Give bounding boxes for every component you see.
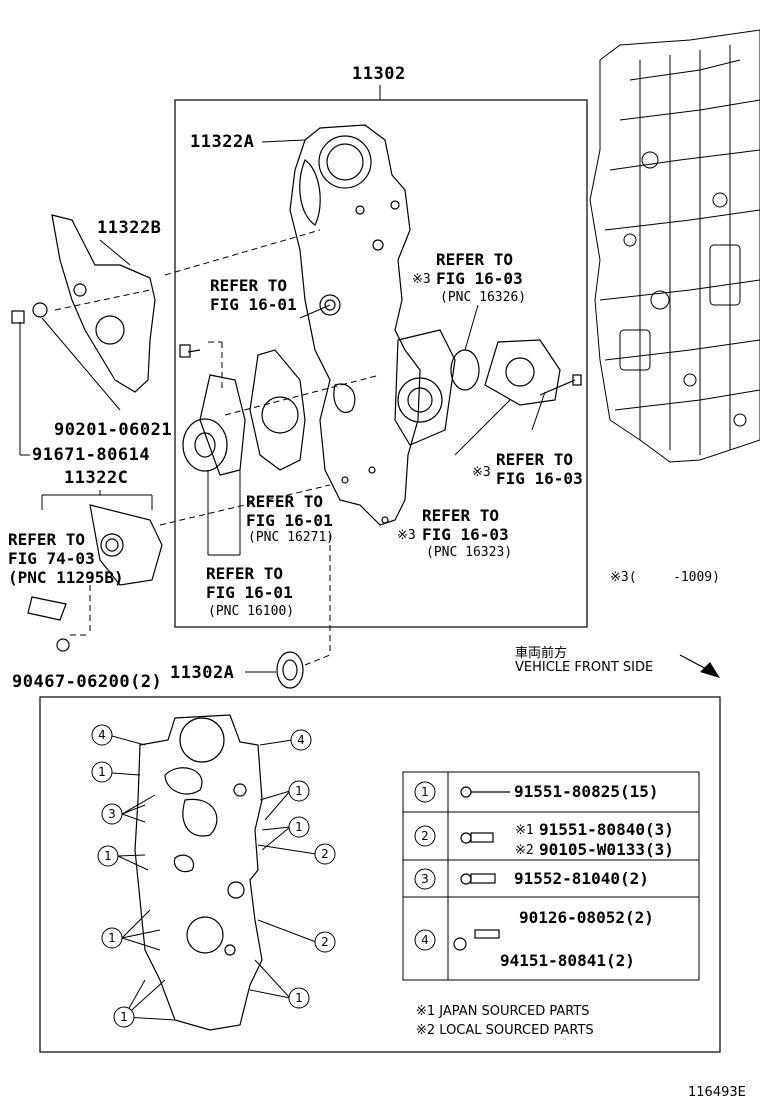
- applicability-date: -1009): [673, 570, 720, 585]
- table-row-2a-pn: 91551-80840(3): [539, 820, 674, 839]
- svg-text:2: 2: [421, 829, 429, 843]
- table-row-2b-prefix: ※2: [515, 843, 534, 858]
- callout-leaders: [111, 735, 317, 1021]
- callout-1e: 1: [288, 780, 310, 802]
- table-num-1: 1: [414, 781, 436, 803]
- figure-id: 116493E: [688, 1085, 746, 1100]
- svg-text:2: 2: [321, 935, 329, 949]
- part-number-bolt-91671: 91671-80614: [32, 445, 151, 465]
- table-row-4b-pn: 94151-80841(2): [500, 951, 635, 970]
- callout-1c: 1: [101, 927, 123, 949]
- table-num-2: 2: [414, 825, 436, 847]
- part-number-bolt-90201: 90201-06021: [54, 420, 173, 440]
- applicability-mark: ※3(: [610, 570, 637, 585]
- engine-block-drawing: [589, 29, 760, 463]
- timing-cover-drawing: [289, 124, 456, 526]
- table-row-3-pn: 91552-81040(2): [514, 869, 649, 888]
- svg-text:2: 2: [321, 847, 329, 861]
- table-num-3: 3: [414, 868, 436, 890]
- refer-block-5-pnc: (PNC 16323): [426, 545, 513, 560]
- callout-1g: 1: [288, 987, 310, 1009]
- svg-text:1: 1: [108, 931, 116, 945]
- vehicle-front-en: VEHICLE FRONT SIDE: [515, 660, 654, 675]
- part-number-gasket-c: 11322C: [64, 468, 129, 488]
- bolt-location-cover: [134, 714, 263, 1031]
- svg-text:3: 3: [108, 807, 116, 821]
- svg-text:4: 4: [98, 728, 106, 742]
- svg-text:4: 4: [421, 933, 429, 947]
- svg-text:3: 3: [421, 872, 429, 886]
- refer-block-2-line2: FIG 16-03: [436, 269, 523, 288]
- table-row-4a-pn: 90126-08052(2): [519, 908, 654, 927]
- refer-block-3-line2: FIG 16-03: [496, 469, 583, 488]
- callout-4a: 4: [91, 724, 113, 746]
- svg-text:1: 1: [120, 1010, 128, 1024]
- refer-block-3-mark: ※3: [472, 465, 491, 480]
- svg-text:1: 1: [295, 820, 303, 834]
- part-number-gasket-a: 11322A: [190, 132, 255, 152]
- callout-4b: 4: [290, 729, 312, 751]
- part-number-main-assembly: 11302: [352, 64, 406, 84]
- refer-block-2-line1: REFER TO: [436, 250, 514, 269]
- svg-text:1: 1: [295, 991, 303, 1005]
- part-number-oil-seal: 11302A: [170, 663, 235, 683]
- callout-1d: 1: [113, 1006, 135, 1028]
- left-covers-drawing: [11, 214, 304, 689]
- refer-block-6-pnc: (PNC 16100): [208, 604, 295, 619]
- refer-block-7-pnc: (PNC 11295B): [8, 568, 124, 587]
- refer-block-5-line2: FIG 16-03: [422, 525, 509, 544]
- refer-block-2-pnc: (PNC 16326): [440, 290, 527, 305]
- leader-lines: [19, 139, 546, 673]
- refer-block-5-mark: ※3: [397, 528, 416, 543]
- callout-2a: 2: [314, 843, 336, 865]
- footnote-local-sourced: ※2 LOCAL SOURCED PARTS: [416, 1023, 594, 1038]
- footnote-japan-sourced: ※1 JAPAN SOURCED PARTS: [416, 1004, 590, 1019]
- callout-3a: 3: [101, 803, 123, 825]
- callout-1b: 1: [97, 845, 119, 867]
- part-number-plug-90467: 90467-06200(2): [12, 672, 163, 692]
- vehicle-front-jp: 車両前方: [515, 646, 568, 661]
- svg-text:1: 1: [421, 785, 429, 799]
- svg-text:4: 4: [297, 733, 305, 747]
- bolt-detail-box: [39, 696, 721, 1053]
- table-row-2a-prefix: ※1: [515, 823, 534, 838]
- table-bolt-icons: [453, 786, 510, 951]
- callout-2b: 2: [314, 931, 336, 953]
- bolt-table: [402, 771, 700, 981]
- refer-block-5-line1: REFER TO: [422, 506, 500, 525]
- callout-1f: 1: [288, 816, 310, 838]
- table-row-2b-pn: 90105-W0133(3): [539, 840, 674, 859]
- refer-block-2-mark: ※3: [412, 272, 431, 287]
- svg-text:1: 1: [295, 784, 303, 798]
- refer-block-3-line1: REFER TO: [496, 450, 574, 469]
- svg-text:1: 1: [104, 849, 112, 863]
- svg-text:1: 1: [98, 765, 106, 779]
- part-number-gasket-b: 11322B: [97, 218, 162, 238]
- assembly-box: [174, 99, 588, 628]
- refer-block-4-pnc: (PNC 16271): [248, 530, 335, 545]
- table-num-4: 4: [414, 929, 436, 951]
- table-row-1-pn: 91551-80825(15): [514, 782, 659, 801]
- callout-1a: 1: [91, 761, 113, 783]
